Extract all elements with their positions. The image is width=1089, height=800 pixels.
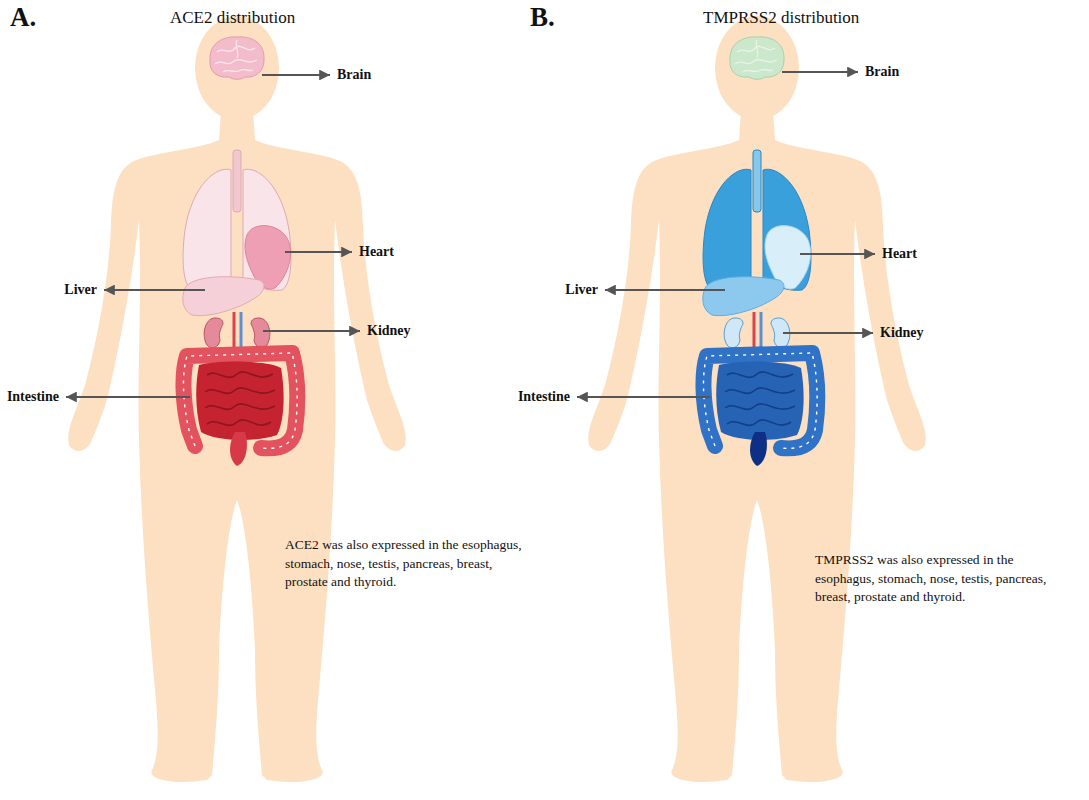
human-figure-a <box>68 16 406 782</box>
label-anchor: B. <box>530 2 555 33</box>
leader-arrow <box>262 74 330 76</box>
organ-label: Intestine <box>7 389 59 405</box>
label-anchor: A. <box>10 2 36 33</box>
label-anchor: ACE2 was also expressed in the esophagus… <box>285 536 525 592</box>
leader-arrow <box>66 396 190 398</box>
intestine-folds <box>205 372 275 426</box>
label-anchor: Kidney <box>880 325 924 341</box>
organ-label: Brain <box>337 67 371 83</box>
liver-organ <box>703 277 784 316</box>
leader-arrow <box>263 330 360 332</box>
rectum-organ <box>230 432 247 466</box>
liver-organ <box>183 277 264 316</box>
trachea-organ <box>753 150 761 212</box>
leader-arrow <box>782 71 858 73</box>
label-anchor: Heart <box>882 246 917 262</box>
brain-organ <box>730 37 784 79</box>
body-silhouette <box>588 16 926 782</box>
brain-folds <box>735 40 777 72</box>
body-silhouette <box>68 16 406 782</box>
kidney-organ <box>251 318 270 348</box>
label-anchor: Intestine <box>7 389 59 405</box>
leader-arrows <box>66 72 875 397</box>
label-anchor: Kidney <box>367 323 411 339</box>
label-anchor: Liver <box>565 282 598 298</box>
vena-cava <box>240 312 243 352</box>
label-anchor: TMPRSS2 was also expressed in the esopha… <box>815 551 1065 607</box>
leader-arrow <box>800 253 875 255</box>
brain-folds <box>215 40 257 72</box>
aorta <box>753 312 756 352</box>
leader-arrow <box>783 332 873 334</box>
aorta <box>233 312 236 352</box>
label-anchor: Liver <box>64 282 97 298</box>
organ-label: Kidney <box>880 325 924 341</box>
organ-label: Heart <box>359 244 394 260</box>
label-anchor: TMPRSS2 distribution <box>703 8 859 28</box>
organ-label: Kidney <box>367 323 411 339</box>
label-anchor: Heart <box>359 244 394 260</box>
lung-organ <box>703 169 751 290</box>
kidney-organ <box>724 318 743 348</box>
panel-letter: A. <box>10 2 36 33</box>
lung-organ <box>183 169 231 290</box>
leader-arrow <box>104 289 205 291</box>
small-intestine <box>716 362 803 440</box>
organ-label: Intestine <box>518 389 570 405</box>
leader-arrow <box>285 251 352 253</box>
panel-title: TMPRSS2 distribution <box>703 8 859 28</box>
leader-arrow <box>605 289 725 291</box>
expression-note: ACE2 was also expressed in the esophagus… <box>285 536 525 592</box>
label-anchor: Intestine <box>518 389 570 405</box>
small-intestine <box>196 362 283 440</box>
panel-letter: B. <box>530 2 555 33</box>
intestine-folds <box>725 372 795 426</box>
label-anchor: Brain <box>337 67 371 83</box>
panel-title: ACE2 distribution <box>170 8 295 28</box>
kidney-organ <box>204 318 223 348</box>
rectum-organ <box>750 432 767 466</box>
leader-arrow <box>577 396 710 398</box>
label-anchor: ACE2 distribution <box>170 8 295 28</box>
organ-label: Liver <box>565 282 598 298</box>
organ-label: Liver <box>64 282 97 298</box>
human-figure-b <box>588 16 926 782</box>
organ-label: Brain <box>865 64 899 80</box>
expression-note: TMPRSS2 was also expressed in the esopha… <box>815 551 1065 607</box>
label-anchor: Brain <box>865 64 899 80</box>
organ-label: Heart <box>882 246 917 262</box>
vena-cava <box>760 312 763 352</box>
lung-organ <box>763 169 811 290</box>
lung-organ <box>243 169 291 290</box>
brain-organ <box>210 37 264 79</box>
trachea-organ <box>233 150 241 212</box>
